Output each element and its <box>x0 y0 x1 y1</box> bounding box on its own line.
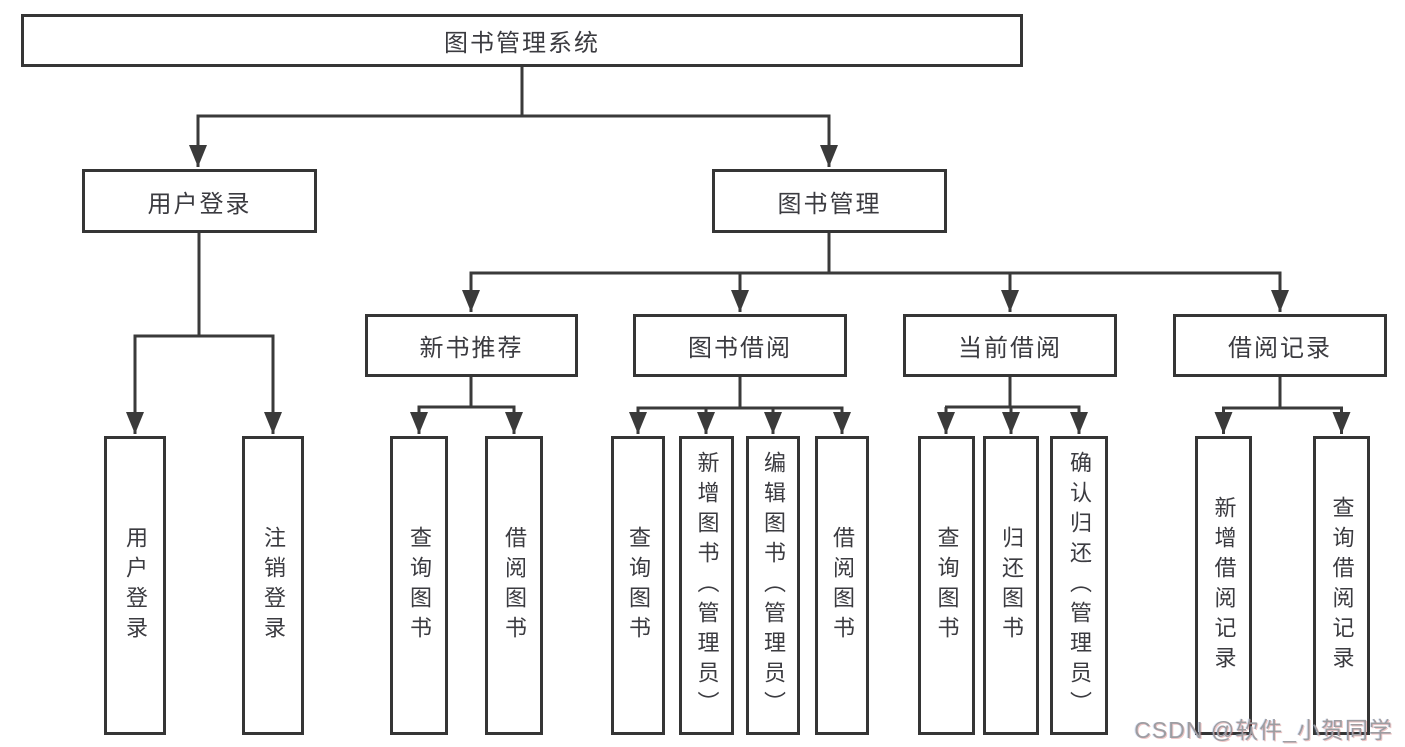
leaf-node-add-books-admin: 新增图书（管理员） <box>679 436 734 735</box>
node-label: 当前借阅 <box>958 335 1062 362</box>
leaf-label: 归还图书 <box>999 525 1024 646</box>
connector-cur-borrow-to-leaves <box>937 375 1088 434</box>
root-node-library-management-system: 图书管理系统 <box>21 14 1023 67</box>
leaf-label: 查询图书 <box>934 525 960 646</box>
leaf-node-edit-books-admin: 编辑图书（管理员） <box>746 436 800 735</box>
leaf-node-query-books: 查询图书 <box>390 436 448 735</box>
connector-book-borrow-to-leaves <box>629 375 851 434</box>
csdn-watermark: CSDN @软件_小贺同学 <box>1134 717 1393 743</box>
node-label: 借阅记录 <box>1228 335 1332 362</box>
connector-user-login-to-leaves <box>126 231 282 434</box>
connector-root-to-level2 <box>189 65 838 167</box>
leaf-label: 查询借阅记录 <box>1329 495 1355 676</box>
leaf-label: 新增借阅记录 <box>1211 495 1237 676</box>
leaf-node-add-borrow-record: 新增借阅记录 <box>1195 436 1252 735</box>
leaf-label: 查询图书 <box>407 525 432 646</box>
connector-book-mgmt-to-level3 <box>462 231 1289 312</box>
node-current-borrowing: 当前借阅 <box>903 314 1117 377</box>
node-book-management: 图书管理 <box>712 169 947 233</box>
leaf-node-confirm-return-admin: 确认归还（管理员） <box>1050 436 1108 735</box>
node-book-borrowing: 图书借阅 <box>633 314 847 377</box>
leaf-node-query-books: 查询图书 <box>918 436 975 735</box>
leaf-label: 新增图书（管理员） <box>694 450 720 721</box>
leaf-label: 用户登录 <box>123 525 148 646</box>
node-borrowing-records: 借阅记录 <box>1173 314 1387 377</box>
leaf-node-query-books: 查询图书 <box>611 436 665 735</box>
connector-new-rec-to-leaves <box>410 375 523 434</box>
node-label: 图书管理 <box>777 190 882 218</box>
leaf-node-query-borrow-record: 查询借阅记录 <box>1313 436 1370 735</box>
node-label: 用户登录 <box>147 190 252 218</box>
leaf-label: 注销登录 <box>261 525 286 646</box>
leaf-node-borrow-books: 借阅图书 <box>815 436 869 735</box>
node-label: 图书借阅 <box>688 335 792 362</box>
leaf-node-user-login: 用户登录 <box>104 436 166 735</box>
leaf-label: 编辑图书（管理员） <box>761 450 786 721</box>
node-new-book-recommend: 新书推荐 <box>365 314 578 377</box>
node-user-login: 用户登录 <box>82 169 317 233</box>
leaf-node-borrow-books: 借阅图书 <box>485 436 543 735</box>
connector-borrow-rec-to-leaves <box>1214 375 1351 434</box>
leaf-label: 借阅图书 <box>830 525 855 646</box>
root-node-label: 图书管理系统 <box>444 30 600 57</box>
leaf-node-logout: 注销登录 <box>242 436 304 735</box>
leaf-label: 借阅图书 <box>502 525 527 646</box>
leaf-label: 查询图书 <box>626 525 651 646</box>
leaf-node-return-books: 归还图书 <box>983 436 1039 735</box>
leaf-label: 确认归还（管理员） <box>1067 450 1092 721</box>
node-label: 新书推荐 <box>419 335 524 362</box>
